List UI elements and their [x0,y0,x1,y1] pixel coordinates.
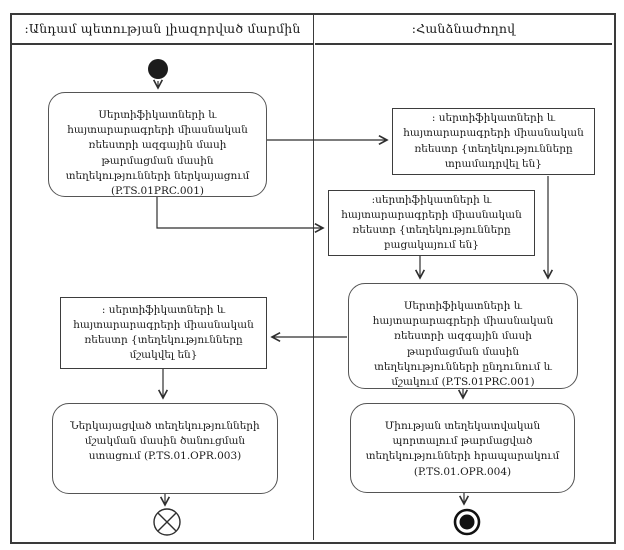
action-label: Ներկայացված տեղեկությունների մշակման մաս… [70,420,260,463]
action-receive-processing-notification: Ներկայացված տեղեկությունների մշակման մաս… [52,403,278,494]
swimlane-title: :Անդամ պետության լիազորված մարմին [24,20,301,36]
swimlane-divider [313,13,314,540]
object-label: : սերտիֆիկատների և հայտարարագրերի միասնա… [403,112,584,170]
object-label: : սերտիֆիկատների և հայտարարագրերի միասնա… [73,303,254,362]
action-publish-updated-information: Միության տեղեկատվական պորտալում թարմացվա… [350,403,575,493]
activity-final-node-icon [453,508,481,536]
object-label: :սերտիֆիկատների և հայտարարագրերի միասնակ… [341,193,522,252]
action-submit-information: Սերտիֆիկատների և հայտարարագրերի միասնակա… [48,92,267,197]
swimlane-header-authorized-body: :Անդամ պետության լիազորված մարմին [12,13,313,45]
swimlane-title: :Հանձնաժողով [411,20,516,36]
edge-submit-to-missing [156,197,323,228]
flow-final-node-icon [153,508,181,536]
action-receive-and-process-information: Սերտիֆիկատների և հայտարարագրերի միասնակա… [348,283,578,389]
action-label: Սերտիֆիկատների և հայտարարագրերի միասնակա… [65,109,250,198]
action-label: Սերտիֆիկատների և հայտարարագրերի միասնակա… [372,300,554,389]
action-label: Միության տեղեկատվական պորտալում թարմացվա… [365,420,560,478]
swimlane-header-commission: :Հանձնաժողով [315,13,612,45]
object-registry-information-provided: : սերտիֆիկատների և հայտարարագրերի միասնա… [392,108,595,175]
object-registry-information-processed: : սերտիֆիկատների և հայտարարագրերի միասնա… [60,297,267,369]
object-registry-information-missing: :սերտիֆիկատների և հայտարարագրերի միասնակ… [328,190,535,256]
initial-node-icon [148,59,168,79]
